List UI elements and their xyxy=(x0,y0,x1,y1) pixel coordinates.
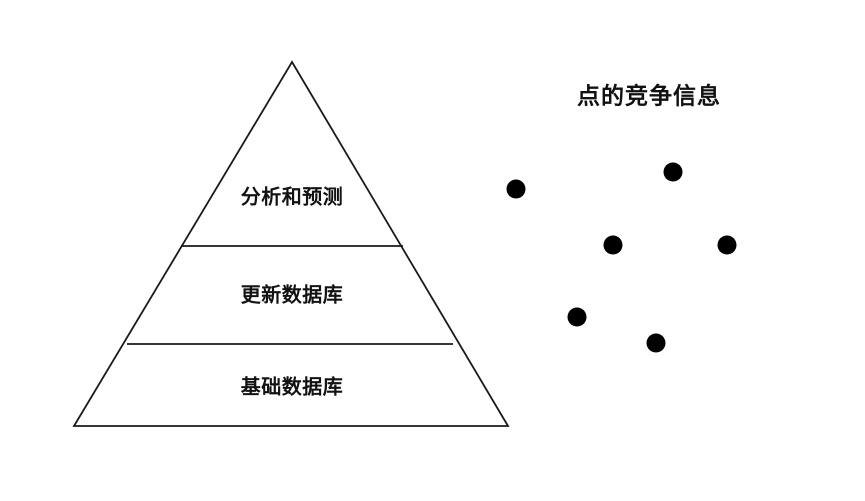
pyramid-outline xyxy=(72,60,510,427)
scatter-dot xyxy=(506,179,526,199)
scatter-dot-group xyxy=(506,162,737,353)
scatter-plot-title: 点的竞争信息 xyxy=(577,83,721,110)
scatter-dot xyxy=(717,235,737,255)
scatter-dot xyxy=(567,307,587,327)
pyramid-tier-label-top: 分析和预测 xyxy=(241,185,344,209)
pyramid-tier-label-middle: 更新数据库 xyxy=(241,283,344,307)
scatter-dot xyxy=(663,162,683,182)
scatter-dot xyxy=(603,235,623,255)
pyramid-tier-label-bottom: 基础数据库 xyxy=(241,375,344,399)
scatter-dot xyxy=(646,333,666,353)
